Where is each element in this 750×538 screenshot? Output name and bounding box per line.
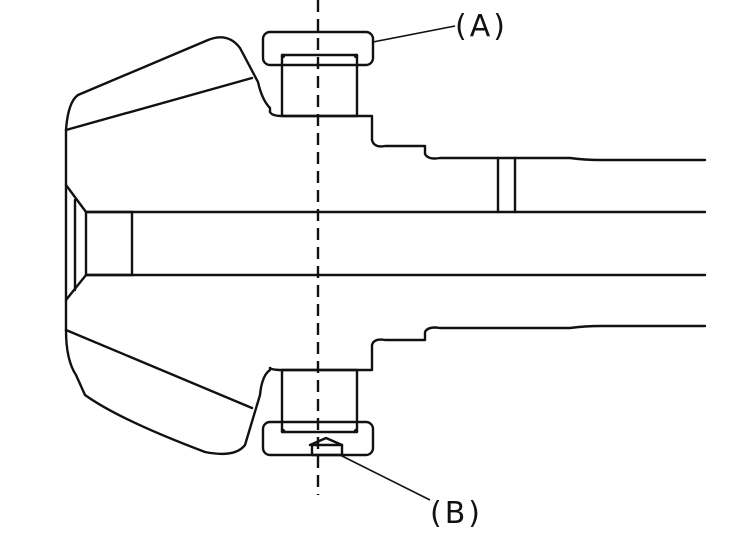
callout-label-b: (B) xyxy=(430,496,483,531)
pin-b xyxy=(308,436,344,457)
lower-stepped-outline xyxy=(268,324,707,372)
leader-line-b xyxy=(339,454,431,501)
lower-nut xyxy=(261,368,375,457)
conical-body xyxy=(64,36,272,456)
callout-label-a: (A) xyxy=(455,9,508,44)
shaft xyxy=(84,210,707,277)
upper-stepped-outline xyxy=(268,110,707,214)
leader-line-a xyxy=(372,25,456,43)
